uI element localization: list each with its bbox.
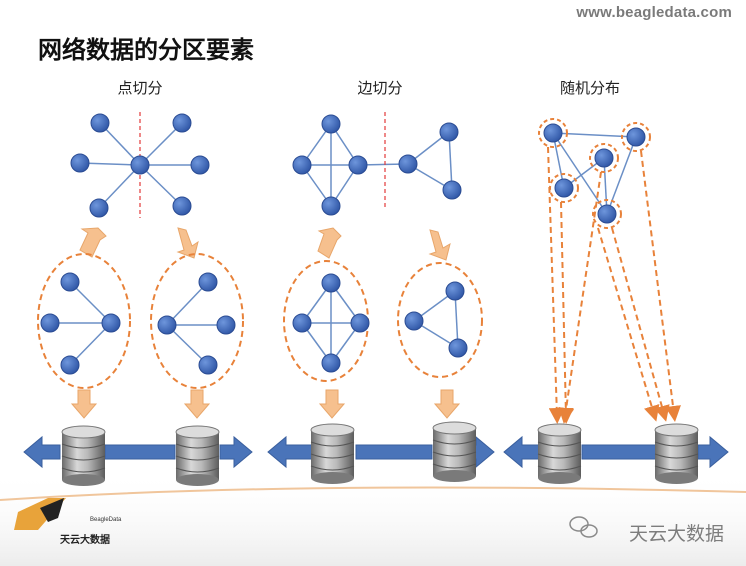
partition-1b bbox=[150, 253, 244, 389]
partition-1a bbox=[37, 253, 131, 389]
wechat-icon bbox=[569, 516, 598, 538]
partition-1b-edges bbox=[166, 281, 226, 366]
watermark-text: 天云大数据 bbox=[628, 523, 724, 545]
partition-2-nodes bbox=[292, 273, 468, 373]
cluster-links bbox=[23, 435, 729, 469]
partition-2b bbox=[397, 262, 483, 378]
edge-cut-nodes bbox=[292, 114, 462, 216]
partition-arrows-2 bbox=[317, 227, 451, 261]
random-dispatch-arrows bbox=[547, 146, 681, 424]
edge-cut-graph bbox=[301, 123, 453, 207]
logo-mark bbox=[14, 498, 66, 530]
logo-small-text: BeagleData bbox=[90, 517, 122, 523]
partition-1a-edges bbox=[50, 281, 112, 366]
partition-1-nodes bbox=[40, 272, 236, 375]
section-label-vertex-cut: 点切分 bbox=[117, 79, 163, 97]
store-arrows bbox=[70, 389, 461, 419]
section-label-random: 随机分布 bbox=[559, 79, 620, 97]
website-url: www.beagledata.com bbox=[576, 4, 732, 21]
logo-text: 天云大数据 bbox=[60, 535, 110, 546]
vertex-cut-nodes bbox=[70, 113, 210, 218]
page-title: 网络数据的分区要素 bbox=[38, 36, 254, 64]
partition-arrows-1 bbox=[79, 227, 199, 259]
footer-swoosh bbox=[0, 486, 746, 501]
footer-band bbox=[0, 470, 746, 566]
random-nodes bbox=[543, 123, 646, 224]
section-label-edge-cut: 边切分 bbox=[357, 79, 403, 97]
database-icons bbox=[61, 421, 699, 486]
vertex-cut-graph bbox=[79, 122, 200, 209]
